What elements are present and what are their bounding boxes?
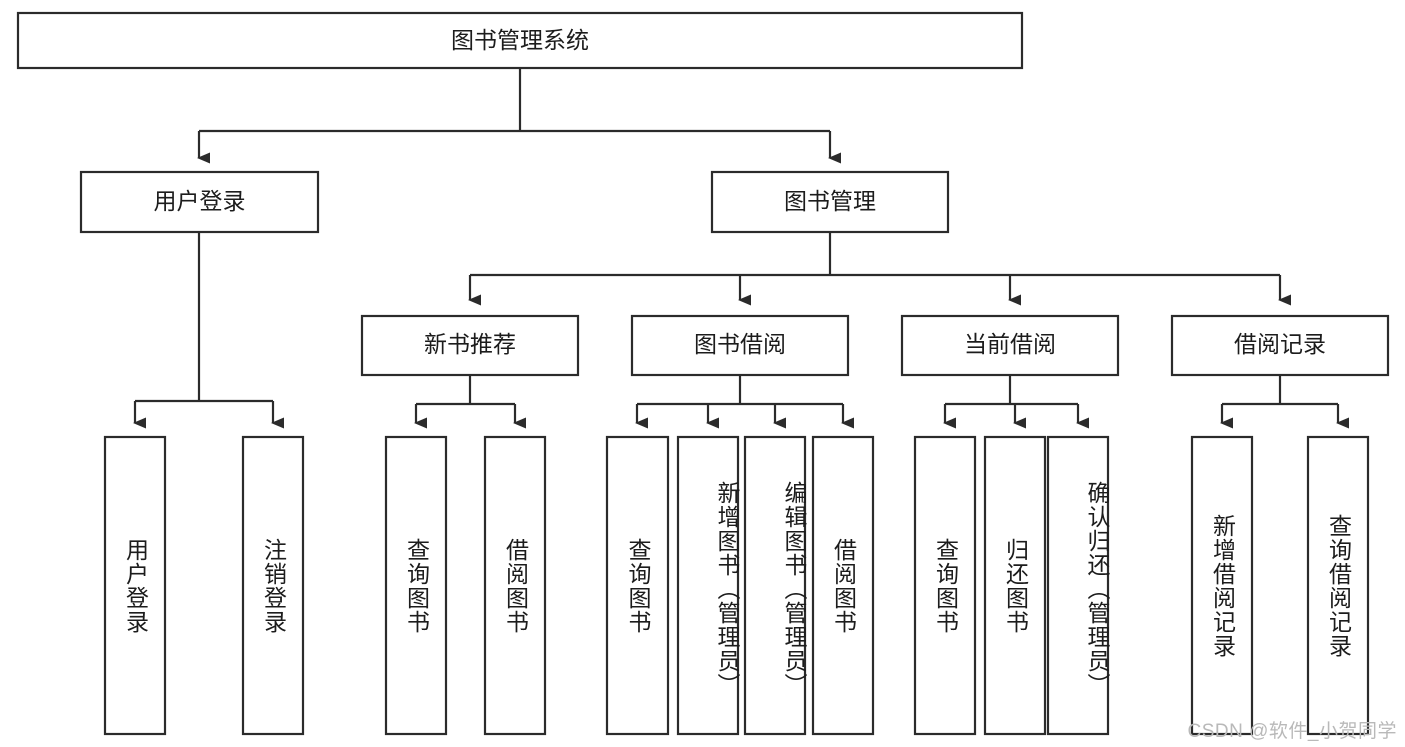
node-leaf-borrow-book[interactable] (811, 435, 875, 736)
node-leaf-query-book-current[interactable] (913, 435, 977, 736)
node-user-login[interactable] (79, 170, 320, 234)
connector-new-book-to-leaves (414, 375, 526, 429)
node-book-management-label: 图书管理 (784, 188, 876, 214)
node-book-borrow[interactable] (630, 314, 850, 377)
node-root-book-management-system[interactable] (16, 11, 1024, 70)
node-book-management[interactable] (710, 170, 950, 234)
node-new-book-recommend-label: 新书推荐 (424, 331, 516, 357)
node-leaf-return-book[interactable] (983, 435, 1047, 736)
node-user-login-label: 用户登录 (154, 188, 246, 214)
node-leaf-user-login[interactable] (103, 435, 167, 736)
node-borrow-record[interactable] (1170, 314, 1390, 377)
node-new-book-recommend[interactable] (360, 314, 580, 377)
node-leaf-borrow-book-newbook[interactable] (483, 435, 547, 736)
node-leaf-logout[interactable] (241, 435, 305, 736)
node-leaf-query-book-newbook[interactable] (384, 435, 448, 736)
connector-current-borrow-to-leaves (943, 375, 1089, 429)
connector-borrow-record-to-leaves (1220, 375, 1349, 429)
node-leaf-edit-book-admin[interactable] (743, 435, 807, 736)
connector-book-management-to-level3 (468, 232, 1291, 306)
connector-book-borrow-to-leaves (635, 375, 854, 429)
node-leaf-confirm-return-admin[interactable] (1046, 435, 1110, 736)
node-book-borrow-label: 图书借阅 (694, 331, 786, 357)
csdn-watermark: CSDN @软件_小贺同学 (1187, 721, 1397, 742)
node-leaf-query-borrow-record[interactable] (1306, 435, 1370, 736)
node-leaf-query-book-borrow[interactable] (605, 435, 670, 736)
node-root-label: 图书管理系统 (451, 27, 589, 53)
node-current-borrow-label: 当前借阅 (964, 331, 1056, 357)
node-current-borrow[interactable] (900, 314, 1120, 377)
node-leaf-add-borrow-record[interactable] (1190, 435, 1254, 736)
node-borrow-record-label: 借阅记录 (1234, 331, 1326, 357)
connector-user-login-to-leaves (133, 232, 284, 429)
connector-root-to-level2 (197, 68, 841, 164)
node-leaf-add-book-admin[interactable] (676, 435, 740, 736)
